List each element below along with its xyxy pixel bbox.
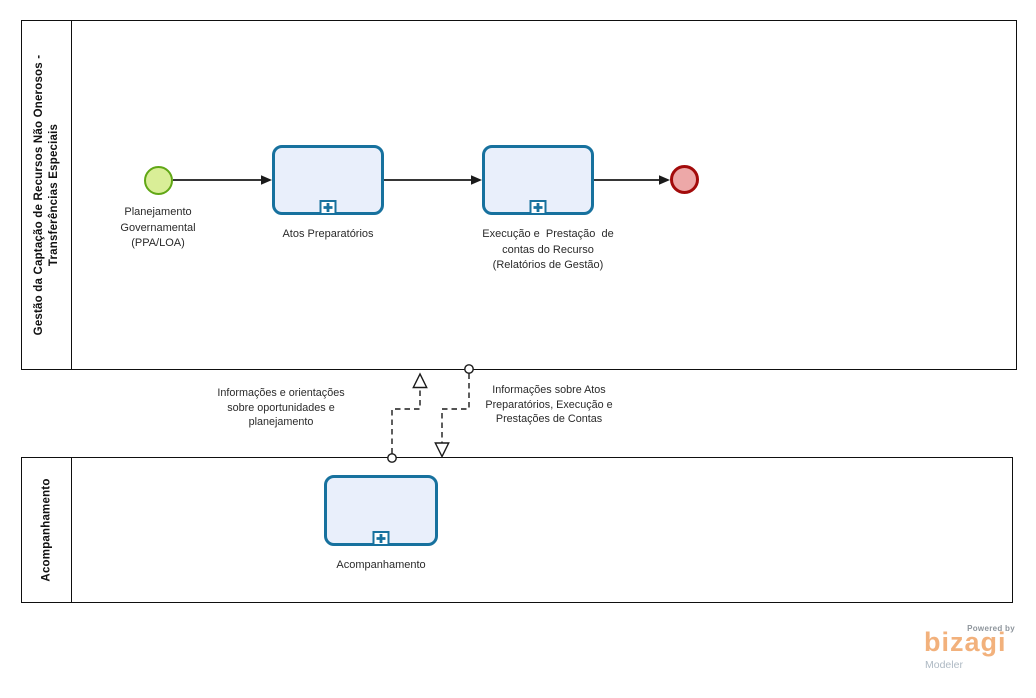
pool-acompanhamento-header[interactable]: Acompanhamento [22,458,72,602]
message-flow-up[interactable] [387,372,428,463]
plus-icon [529,200,547,215]
end-event[interactable] [670,165,699,194]
sequence-flow-execucao-to-end[interactable] [594,175,670,185]
subprocess-execucao-label: Execução e Prestação de contas do Recurs… [482,228,614,271]
subprocess-execucao-prestacao[interactable] [482,145,594,215]
bizagi-logo: bizagi [924,627,1007,657]
plus-icon [372,531,390,546]
subprocess-acompanhamento[interactable] [324,475,438,546]
message-flow-down[interactable] [434,364,474,459]
pool-gestao-captacao-header[interactable]: Gestão da Captação de Recursos Não Onero… [22,21,72,369]
start-event-label: Planejamento Governamental (PPA/LOA) [120,206,196,249]
plus-icon [319,200,337,215]
subprocess-acompanhamento-label: Acompanhamento [336,559,426,571]
start-event[interactable] [144,166,173,195]
message-flow-up-label: Informações e orientações sobre oportuni… [217,387,345,428]
message-flow-down-label: Informações sobre Atos Preparatórios, Ex… [485,384,613,425]
pool-acompanhamento[interactable]: Acompanhamento [21,457,1013,603]
sequence-flow-atos-to-execucao[interactable] [384,175,482,185]
subprocess-atos-preparatorios[interactable] [272,145,384,215]
powered-by-text: Powered by [967,624,1015,633]
bizagi-branding: Powered by bizagi Modeler [921,622,1019,672]
bizagi-product-name: Modeler [925,659,963,671]
sequence-flow-start-to-atos[interactable] [173,175,272,185]
subprocess-atos-label: Atos Preparatórios [282,228,374,240]
